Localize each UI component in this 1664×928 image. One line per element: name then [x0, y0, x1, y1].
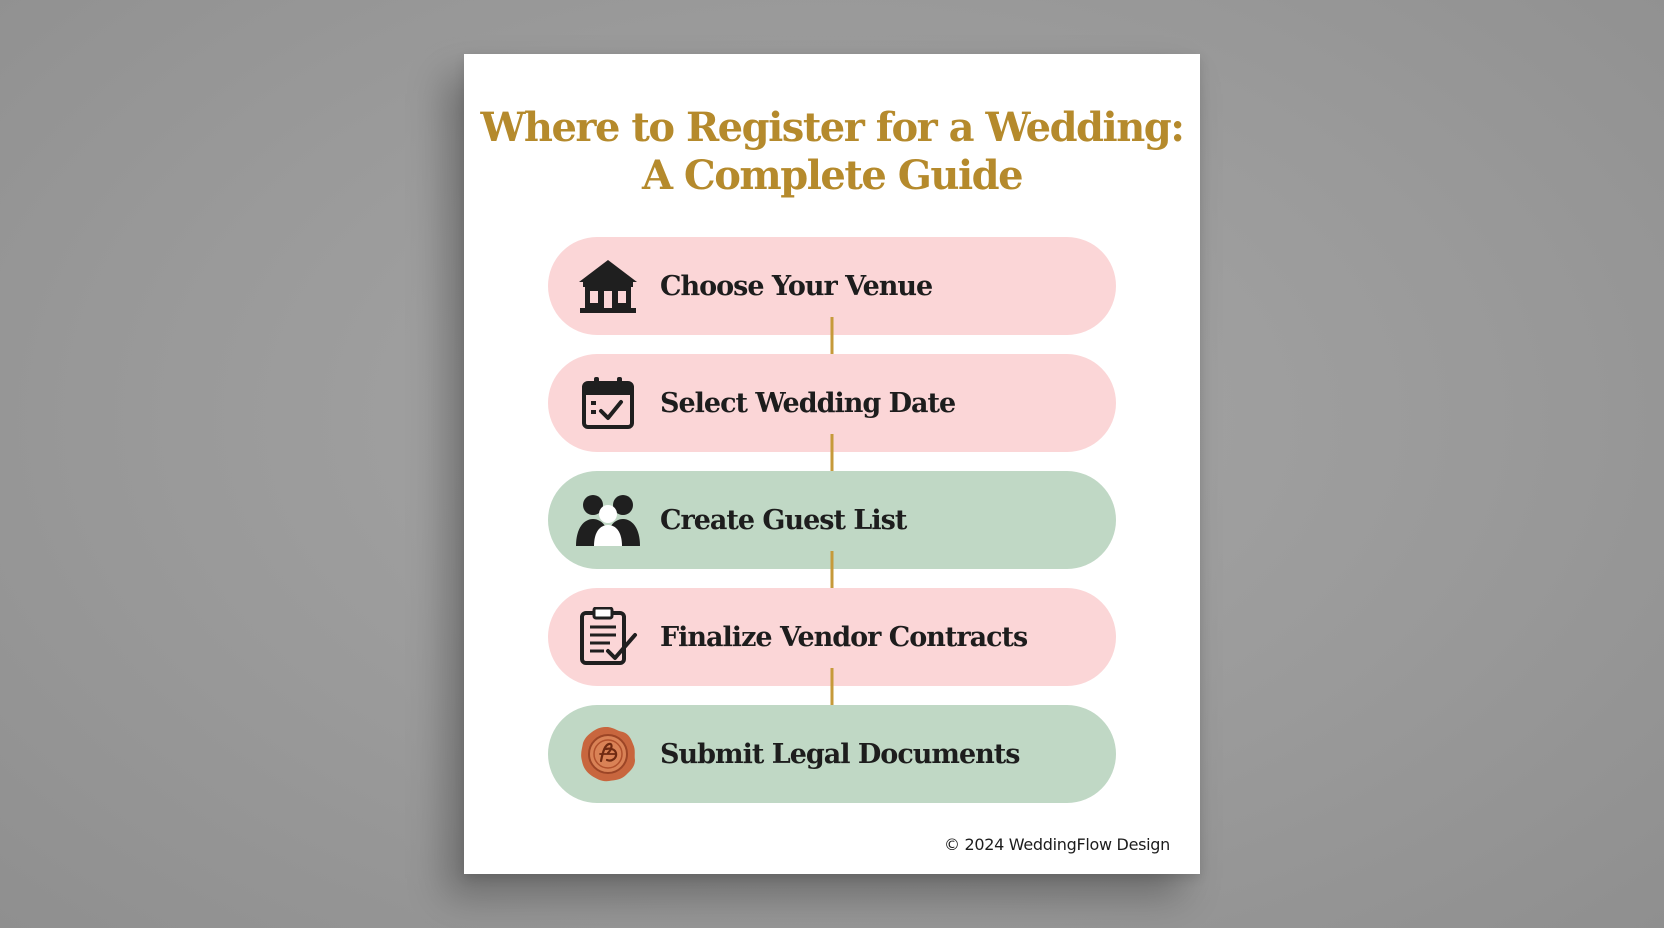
- wax-seal-icon: [576, 722, 640, 786]
- step-vendor-contracts: Finalize Vendor Contracts: [548, 588, 1116, 686]
- step-label: Finalize Vendor Contracts: [660, 621, 1028, 653]
- step-label: Choose Your Venue: [660, 270, 933, 302]
- step-label: Select Wedding Date: [660, 387, 956, 419]
- step-guest-list: Create Guest List: [548, 471, 1116, 569]
- infographic-card: Where to Register for a Wedding: A Compl…: [464, 54, 1200, 874]
- step-label: Create Guest List: [660, 504, 907, 536]
- guests-people-icon: [576, 488, 640, 552]
- copyright-footer: © 2024 WeddingFlow Design: [943, 835, 1170, 854]
- calendar-check-icon: [576, 371, 640, 435]
- step-legal-documents: Submit Legal Documents: [548, 705, 1116, 803]
- title-line-2: A Complete Guide: [641, 152, 1024, 199]
- venue-building-icon: [576, 254, 640, 318]
- step-label: Submit Legal Documents: [660, 738, 1020, 770]
- title-line-1: Where to Register for a Wedding:: [480, 104, 1185, 151]
- clipboard-check-icon: [576, 605, 640, 669]
- page-title: Where to Register for a Wedding: A Compl…: [464, 104, 1200, 200]
